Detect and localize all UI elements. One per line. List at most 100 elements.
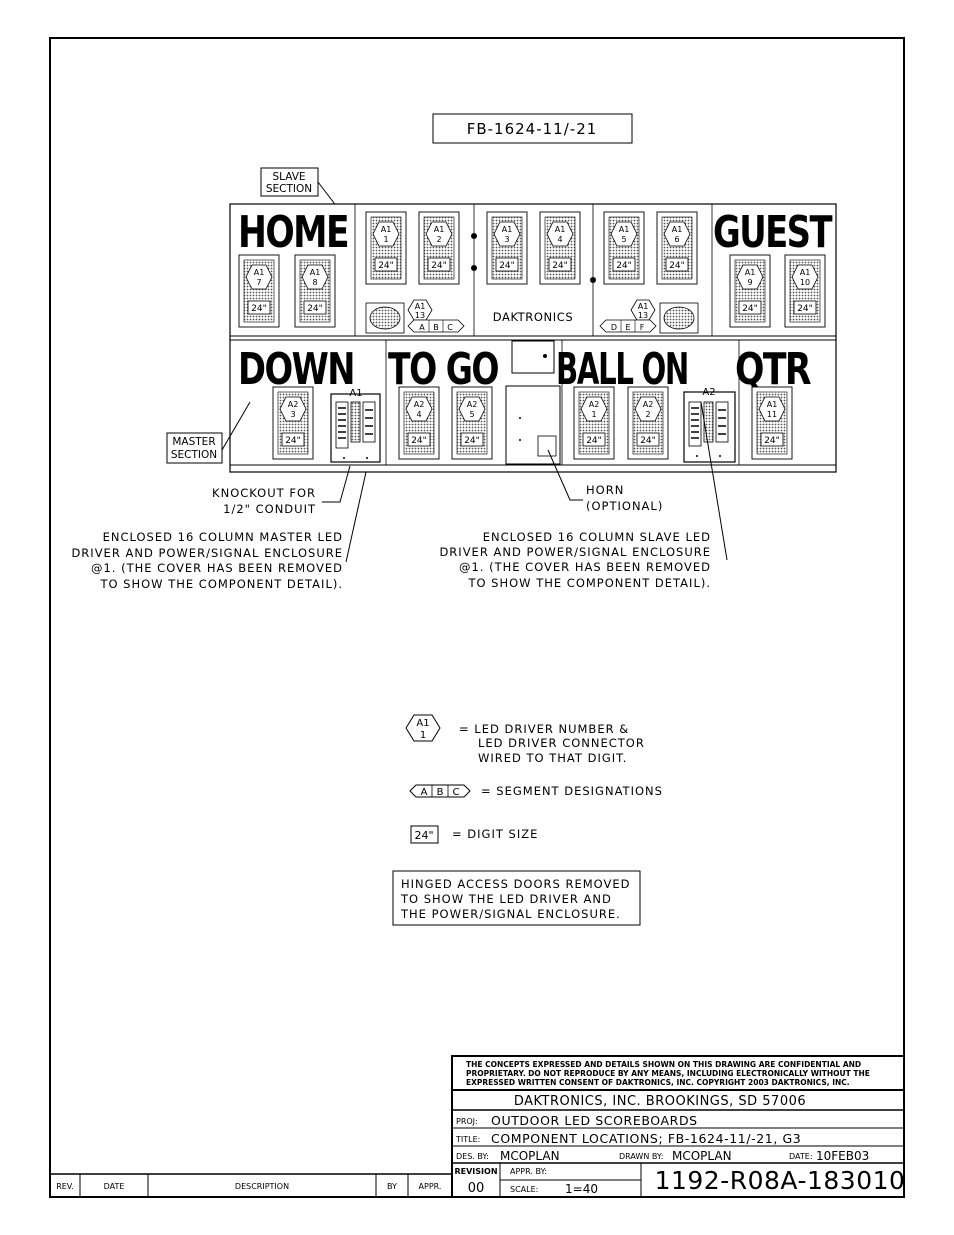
date-header: DATE bbox=[104, 1182, 125, 1191]
legend-driver-symbol bbox=[405, 714, 441, 742]
legend-segment-symbol bbox=[409, 784, 471, 798]
approved-by-label: APPR. BY: bbox=[510, 1167, 547, 1176]
segment-c: C bbox=[447, 323, 453, 332]
horn bbox=[505, 340, 561, 465]
master-section-callout: MASTER SECTION bbox=[166, 401, 251, 464]
confidential-line3: EXPRESSED WRITTEN CONSENT OF DAKTRONICS,… bbox=[466, 1078, 850, 1087]
digit-size: 24" bbox=[586, 436, 602, 446]
note-line1: HINGED ACCESS DOORS REMOVED bbox=[401, 877, 631, 891]
driver-number: A1 bbox=[672, 225, 683, 234]
connector-number: 7 bbox=[256, 278, 261, 287]
segment-d: D bbox=[611, 323, 617, 332]
drawing-number: 1192-R08A-183010 bbox=[655, 1166, 906, 1195]
digit-size: 24" bbox=[285, 436, 301, 446]
digit-size: 24" bbox=[742, 304, 758, 314]
driver-number: A1 bbox=[745, 268, 756, 277]
indicator-right-driver: A1 bbox=[638, 302, 649, 311]
driver-number: A1 bbox=[310, 268, 321, 277]
driver-number: A2 bbox=[467, 400, 478, 409]
digit-size: 24" bbox=[464, 436, 480, 446]
project-name: OUTDOOR LED SCOREBOARDS bbox=[491, 1113, 698, 1128]
horn-line1: HORN bbox=[586, 483, 624, 497]
slave-enclosure: A2 bbox=[683, 387, 736, 463]
title-label: TITLE: bbox=[455, 1135, 480, 1144]
legend-connector-number: 1 bbox=[420, 730, 426, 741]
master-note-line2: DRIVER AND POWER/SIGNAL ENCLOSURE bbox=[71, 546, 343, 560]
brand-label: DAKTRONICS bbox=[493, 310, 574, 324]
digit-size: 24" bbox=[499, 261, 515, 271]
slave-note-line1: ENCLOSED 16 COLUMN SLAVE LED bbox=[483, 530, 711, 544]
digit-size: 24" bbox=[251, 304, 267, 314]
legend-segment-b: B bbox=[437, 787, 444, 798]
company-address: DAKTRONICS, INC. BROOKINGS, SD 57006 bbox=[514, 1094, 806, 1109]
proj-label: PROJ: bbox=[456, 1117, 478, 1126]
caption-to-go: TO GO bbox=[388, 344, 498, 395]
driver-number: A1 bbox=[381, 225, 392, 234]
digit-size: 24" bbox=[378, 261, 394, 271]
connector-number: 1 bbox=[591, 410, 596, 419]
decimal-dot bbox=[590, 277, 596, 283]
digit-module-a2-1: A21 24" bbox=[573, 386, 615, 460]
digit-modules: A1124"A1224"A1324"A1424"A1524"A1624"A172… bbox=[238, 211, 826, 460]
drawn-by: MCOPLAN bbox=[672, 1149, 732, 1163]
segment-e: E bbox=[625, 323, 630, 332]
caption-home: HOME bbox=[238, 207, 348, 258]
date-label: DATE: bbox=[789, 1152, 813, 1161]
model-title-box: FB-1624-11/-21 bbox=[432, 113, 633, 144]
note-line2: TO SHOW THE LED DRIVER AND bbox=[400, 892, 612, 906]
colon-dot bbox=[471, 233, 477, 239]
connector-number: 6 bbox=[674, 235, 679, 244]
master-note-line3: @1. (THE COVER HAS BEEN REMOVED bbox=[91, 561, 343, 575]
master-enclosure-note: ENCLOSED 16 COLUMN MASTER LED DRIVER AND… bbox=[71, 471, 367, 591]
connector-number: 3 bbox=[504, 235, 509, 244]
connector-number: 8 bbox=[312, 278, 317, 287]
legend-driver-line3: WIRED TO THAT DIGIT. bbox=[478, 751, 627, 765]
revision-label: REVISION bbox=[454, 1167, 497, 1176]
possession-indicator-left: A1 13 A B C bbox=[365, 299, 465, 334]
legend: A1 1 = LED DRIVER NUMBER & LED DRIVER CO… bbox=[405, 714, 662, 844]
indicator-right-connector: 13 bbox=[638, 311, 648, 320]
driver-number: A2 bbox=[414, 400, 425, 409]
slave-section-line2: SECTION bbox=[266, 183, 312, 195]
drawing-title: COMPONENT LOCATIONS; FB-1624-11/-21, G3 bbox=[491, 1131, 801, 1146]
designed-by-label: DES. BY: bbox=[456, 1152, 489, 1161]
slave-enclosure-note: ENCLOSED 16 COLUMN SLAVE LED DRIVER AND … bbox=[439, 401, 728, 590]
connector-number: 2 bbox=[436, 235, 441, 244]
connector-number: 5 bbox=[469, 410, 474, 419]
by-header: BY bbox=[387, 1182, 397, 1191]
master-enclosure: A1 bbox=[330, 388, 381, 463]
master-enclosure-label: A1 bbox=[349, 388, 362, 399]
caption-qtr: QTR bbox=[735, 344, 811, 395]
digit-size: 24" bbox=[307, 304, 323, 314]
legend-segment-c: C bbox=[453, 787, 460, 798]
digit-size: 24" bbox=[552, 261, 568, 271]
description-header: DESCRIPTION bbox=[235, 1182, 289, 1191]
caption-guest: GUEST bbox=[713, 207, 833, 258]
connector-number: 4 bbox=[557, 235, 562, 244]
caption-ball-on: BALL ON bbox=[556, 344, 688, 395]
legend-size-value: 24" bbox=[414, 829, 433, 842]
connector-number: 5 bbox=[621, 235, 626, 244]
scale-label: SCALE: bbox=[510, 1185, 538, 1194]
driver-number: A2 bbox=[288, 400, 299, 409]
indicator-left-connector: 13 bbox=[415, 311, 425, 320]
rev-header: REV. bbox=[56, 1182, 74, 1191]
segment-b: B bbox=[433, 323, 439, 332]
slave-section-line1: SLAVE bbox=[272, 171, 305, 183]
driver-number: A2 bbox=[589, 400, 600, 409]
confidential-line2: PROPRIETARY. DO NOT REPRODUCE BY ANY MEA… bbox=[466, 1069, 870, 1078]
drawn-by-label: DRAWN BY: bbox=[619, 1152, 663, 1161]
driver-number: A1 bbox=[767, 400, 778, 409]
connector-number: 2 bbox=[645, 410, 650, 419]
knockout-callout: KNOCKOUT FOR 1/2" CONDUIT bbox=[212, 465, 351, 516]
legend-driver-line2: LED DRIVER CONNECTOR bbox=[478, 736, 645, 750]
